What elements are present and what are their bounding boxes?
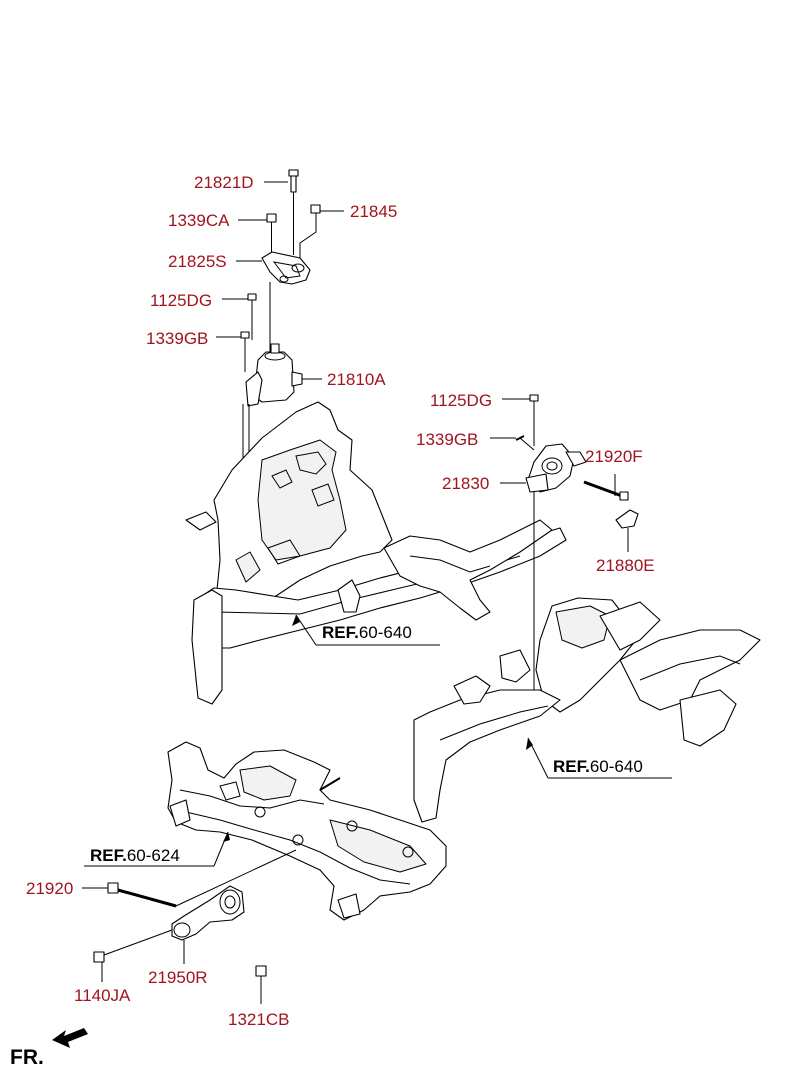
- ref-60-624: REF.60-624: [90, 846, 180, 865]
- nut-1339CA-icon: [266, 213, 277, 223]
- nut-1339GB-left-icon: [240, 331, 250, 372]
- part-labels: 21821D 1339CA 21845 21825S 1125DG 1339GB…: [26, 173, 655, 1029]
- label-21950R: 21950R: [148, 968, 208, 987]
- nut-21845-icon: [310, 204, 321, 214]
- roll-rod-21950R-icon: [171, 885, 245, 941]
- label-21880E: 21880E: [596, 556, 655, 575]
- front-direction-indicator: FR.: [10, 1028, 88, 1069]
- bolt-1125DG-right-icon: [529, 394, 539, 402]
- label-21845: 21845: [350, 202, 397, 221]
- label-1339GB-right: 1339GB: [416, 430, 478, 449]
- label-1125DG-left: 1125DG: [150, 291, 212, 310]
- transmission-mount-21830-icon: [525, 443, 587, 493]
- label-1339GB-left: 1339GB: [146, 329, 208, 348]
- leader-lines: [82, 181, 629, 1004]
- bolt-21821D-icon: [288, 169, 299, 193]
- right-side-member-drawing: [413, 597, 761, 823]
- label-1125DG-right: 1125DG: [430, 391, 492, 410]
- bolt-1140JA-icon: [93, 929, 173, 963]
- label-21810A: 21810A: [327, 370, 386, 389]
- label-21830: 21830: [442, 474, 489, 493]
- label-21825S: 21825S: [168, 252, 227, 271]
- roll-rod-assembly-drawing: [93, 849, 297, 977]
- bolt-1125DG-left-icon: [247, 293, 257, 340]
- engine-mount-assembly-drawing: [240, 169, 321, 540]
- bolt-21920F-icon: [583, 480, 629, 501]
- label-1339CA: 1339CA: [168, 211, 230, 230]
- nut-1321CB-icon: [255, 965, 267, 977]
- reference-labels: REF.60-640 REF.60-640 REF.60-624: [90, 623, 643, 865]
- front-direction-label: FR.: [10, 1046, 44, 1069]
- label-21920F: 21920F: [585, 447, 643, 466]
- bolt-21920-icon: [107, 882, 177, 908]
- label-21821D: 21821D: [194, 173, 254, 192]
- label-1321CB: 1321CB: [228, 1010, 289, 1029]
- label-21920: 21920: [26, 879, 73, 898]
- ref-60-640-lower: REF.60-640: [553, 757, 643, 776]
- bracket-21825S-icon: [261, 251, 311, 285]
- left-side-member-drawing: [185, 401, 567, 705]
- engine-mount-21810A-icon: [245, 343, 303, 407]
- subframe-drawing: [84, 741, 447, 921]
- transmission-mount-drawing: [515, 394, 639, 700]
- ref-60-640-upper: REF.60-640: [322, 623, 412, 642]
- front-direction-arrow-icon: [52, 1028, 88, 1048]
- label-1140JA: 1140JA: [74, 986, 131, 1005]
- bracket-21880E-icon: [615, 509, 639, 529]
